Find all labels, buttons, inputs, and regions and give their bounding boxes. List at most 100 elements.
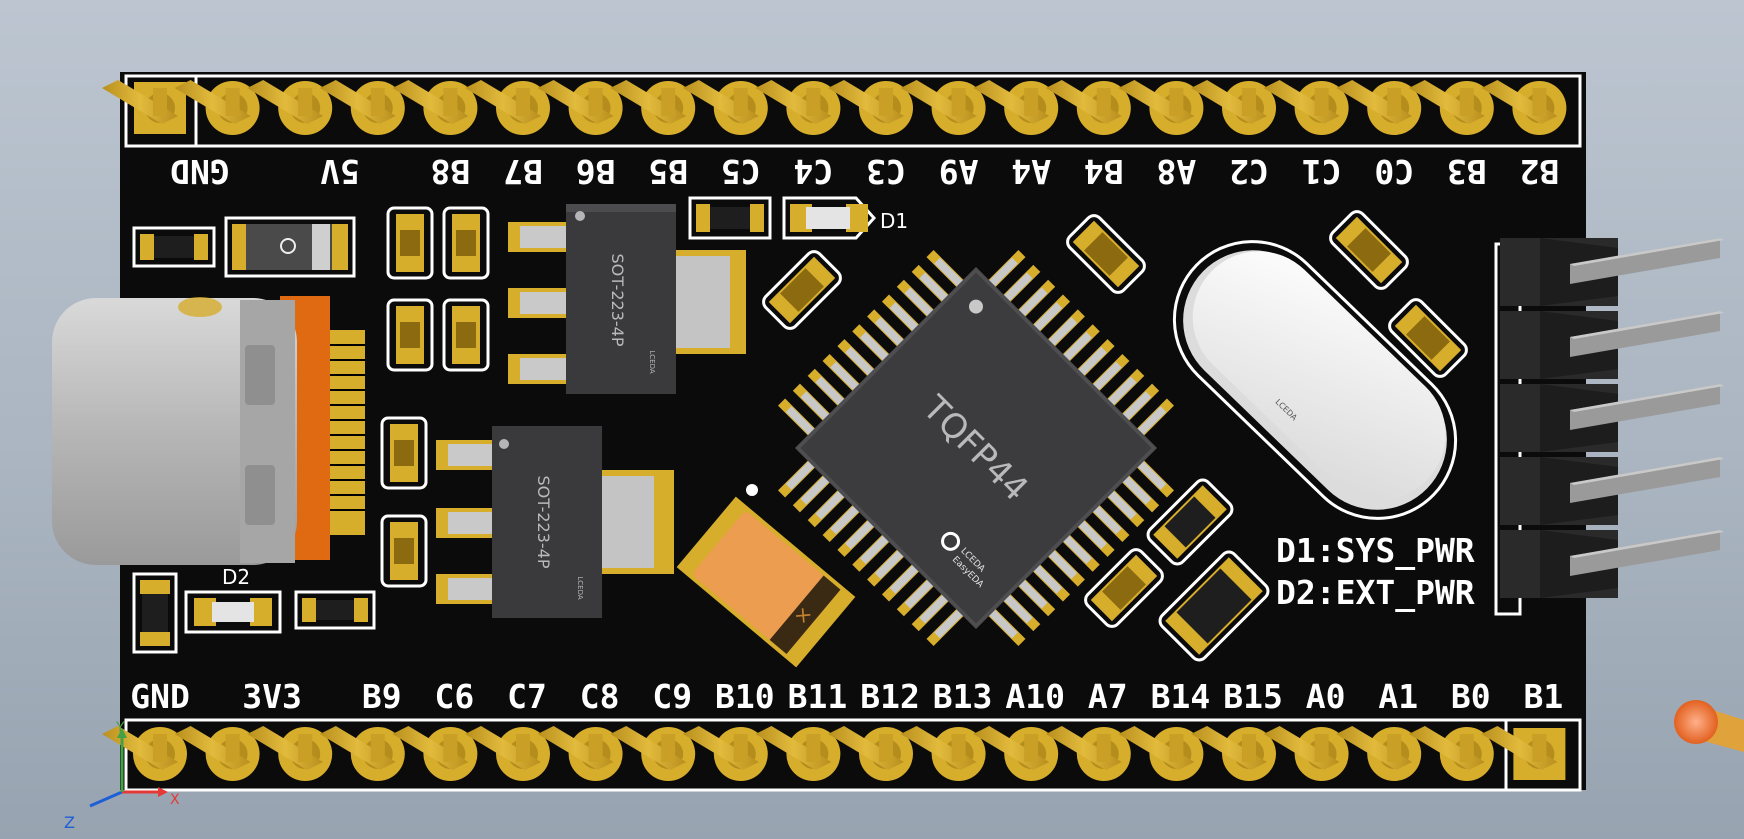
pin-label: C7 xyxy=(507,677,547,716)
smd-passive xyxy=(1158,550,1270,662)
regulator-u2: SOT-223-4P LCEDA xyxy=(436,426,674,618)
legend-d1-sys-pwr: D1:SYS_PWR xyxy=(1276,531,1475,570)
pin-label: B6 xyxy=(576,152,616,191)
smd-passive xyxy=(1146,478,1234,566)
u2-logo-label: LCEDA xyxy=(576,576,584,599)
header-pin xyxy=(102,80,186,134)
capacitor xyxy=(386,298,434,372)
diode-d2: D2 xyxy=(184,565,282,634)
header-pin xyxy=(755,80,841,135)
right-header-pin xyxy=(1500,457,1724,525)
right-header-pin xyxy=(1500,384,1724,452)
tantalum-capacitor: × xyxy=(676,496,856,668)
header-pin xyxy=(319,80,405,135)
pin-label: B8 xyxy=(431,152,471,191)
capacitor xyxy=(380,416,428,490)
pin-label: C5 xyxy=(721,152,761,191)
header-pin xyxy=(973,726,1059,781)
pin-label: 3V3 xyxy=(242,677,302,716)
header-pin xyxy=(828,80,913,135)
pin-label: C3 xyxy=(866,152,906,191)
pin-label: C2 xyxy=(1229,152,1269,191)
right-angle-pin-header xyxy=(1494,238,1724,616)
pin-label: GND xyxy=(170,152,230,191)
capacitor xyxy=(386,206,434,280)
top-header-outline xyxy=(124,74,1582,148)
pin-label: B3 xyxy=(1447,152,1487,191)
resistor-r3 xyxy=(132,572,178,654)
u1-package-label: SOT-223-4P xyxy=(608,254,627,347)
header-pin xyxy=(247,80,333,135)
header-pin xyxy=(1336,80,1422,135)
capacitor xyxy=(380,514,428,588)
pin-label: GND xyxy=(130,677,190,716)
axis-gizmo-icon[interactable]: X Y Z xyxy=(64,720,180,832)
right-header-pin xyxy=(1500,238,1724,306)
header-pin xyxy=(1408,80,1494,135)
header-pin xyxy=(102,726,187,781)
bottom-pin-header xyxy=(102,726,1566,781)
pin-label: A10 xyxy=(1005,677,1065,716)
axis-x-label: X xyxy=(170,792,180,808)
header-pin xyxy=(465,726,550,781)
pin-label: B15 xyxy=(1223,677,1283,716)
header-pin xyxy=(1118,80,1204,135)
pin-label: A1 xyxy=(1378,677,1418,716)
axis-y-label: Y xyxy=(115,720,125,736)
pin-label: B12 xyxy=(860,677,920,716)
header-pin xyxy=(392,726,478,781)
header-pin xyxy=(1263,726,1349,781)
pin-label: C8 xyxy=(580,677,620,716)
mcu-tqfp44: TQFP44 LCEDA EasyEDA xyxy=(778,250,1174,646)
pin-label: C4 xyxy=(794,152,834,191)
smd-passive xyxy=(1388,298,1468,378)
header-pin xyxy=(174,80,260,135)
smd-passive xyxy=(1329,210,1409,290)
header-pin xyxy=(1045,80,1131,135)
header-pin xyxy=(1191,726,1276,781)
right-header-pin xyxy=(1500,311,1724,379)
resistor-r2 xyxy=(294,590,376,630)
pin-label: A9 xyxy=(939,152,979,191)
regulator-u1: SOT-223-4P LCEDA xyxy=(508,204,746,394)
u1-logo-label: LCEDA xyxy=(648,350,656,373)
header-pin xyxy=(1118,726,1204,781)
top-pin-header xyxy=(102,80,1567,135)
pin-label: B2 xyxy=(1520,152,1560,191)
header-pin xyxy=(392,80,478,135)
header-pin xyxy=(682,726,768,781)
header-pin xyxy=(1481,726,1566,780)
bottom-header-outline xyxy=(124,718,1582,792)
legend-d2-ext-pwr: D2:EXT_PWR xyxy=(1276,573,1475,612)
pin-label: A7 xyxy=(1088,677,1128,716)
axis-z-label: Z xyxy=(64,813,75,832)
capacitor-group-top xyxy=(386,206,490,372)
right-header-pin xyxy=(1500,530,1724,598)
smd-passive xyxy=(762,250,842,330)
crystal-oscillator-icon: LCEDA xyxy=(1172,240,1458,520)
d2-ref-label: D2 xyxy=(222,565,250,589)
header-pin xyxy=(1408,726,1494,781)
pin-label: A4 xyxy=(1011,152,1051,191)
header-pin xyxy=(174,726,260,781)
pin-label: B4 xyxy=(1084,152,1124,191)
fuse-f1 xyxy=(224,216,356,278)
header-pin xyxy=(828,726,913,781)
header-pin xyxy=(1045,726,1131,781)
header-pin xyxy=(755,726,841,781)
resistor-r1 xyxy=(132,226,216,268)
capacitor-group-mid xyxy=(380,416,428,588)
pin-label: B13 xyxy=(933,677,993,716)
view-cursor-indicator[interactable] xyxy=(1674,700,1744,752)
header-pin xyxy=(900,80,986,135)
header-pin xyxy=(537,726,623,781)
header-pin xyxy=(973,80,1059,135)
pin-label: C9 xyxy=(652,677,692,716)
pin-label: B9 xyxy=(362,677,402,716)
pin-label: C1 xyxy=(1302,152,1342,191)
header-pin xyxy=(537,80,623,135)
header-pin xyxy=(682,80,768,135)
